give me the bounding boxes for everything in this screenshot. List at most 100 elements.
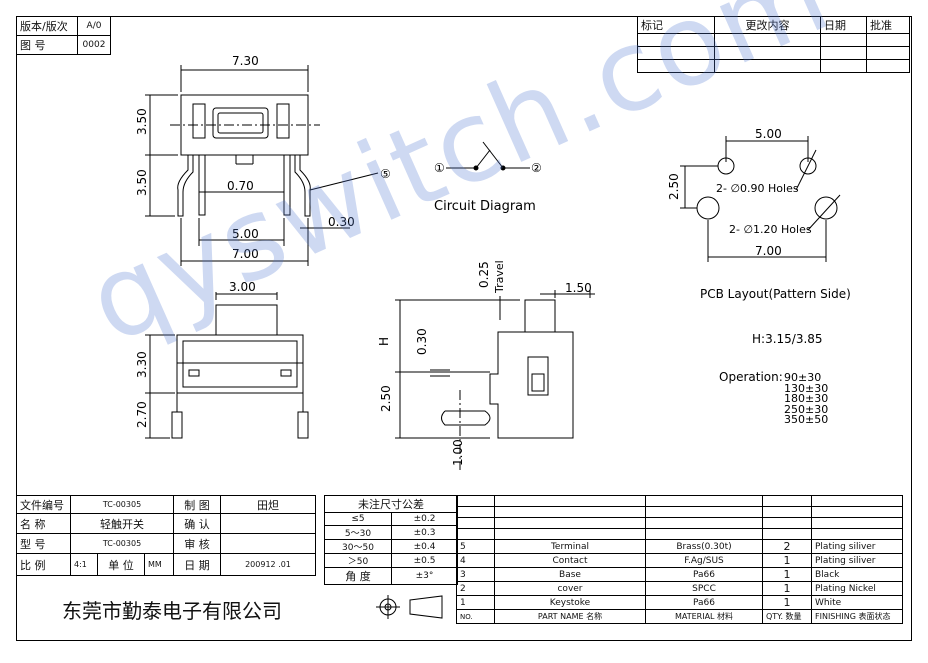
dim-travel-label: Travel (493, 260, 506, 294)
dim-side-250: 2.50 (379, 385, 393, 412)
bom-row: 3 Base Pa66 1 Black (456, 567, 903, 582)
operation-value-5: 350±50 (784, 413, 828, 426)
drafter-label: 制 图 (173, 495, 221, 514)
dim-pin-thick: 0.30 (328, 215, 355, 229)
title-block: 文件编号 TC-00305 制 图 田炟 名 称 轻触开关 确 认 型 号 TC… (16, 495, 316, 576)
tolerance-value: ±0.4 (391, 539, 458, 554)
bom-row: 1 Keystoke Pa66 1 White (456, 595, 903, 610)
bom-finish: White (811, 595, 903, 610)
operation-value-1: 90±30 (784, 371, 821, 384)
bom-no: 1 (456, 595, 495, 610)
review-label: 审 核 (173, 533, 221, 554)
dim-front-width: 3.00 (229, 280, 256, 294)
review-value (220, 533, 316, 554)
bom-material: F.Ag/SUS (645, 553, 763, 568)
bom-no: 4 (456, 553, 495, 568)
side-view-body (489, 331, 574, 439)
bom-row: 2 cover SPCC 1 Plating Nickel (456, 581, 903, 596)
bom-part-name: Base (494, 567, 646, 582)
tolerance-range: 30～50 (324, 539, 392, 554)
bom-part-name: Contact (494, 553, 646, 568)
tolerance-value: ±0.2 (391, 512, 458, 526)
left-pin (177, 155, 194, 217)
confirm-label: 确 认 (173, 513, 221, 534)
unit-value: MM (144, 553, 174, 576)
drawing-number-value: 0002 (77, 35, 111, 55)
bom-qty: 1 (762, 553, 812, 568)
drawing-frame (16, 16, 912, 641)
drafter-value: 田炟 (220, 495, 316, 514)
bom-material: Pa66 (645, 567, 763, 582)
bom-finish: Black (811, 567, 903, 582)
bom-part-name: Keystoke (494, 595, 646, 610)
dim-body-width: 7.00 (232, 247, 259, 261)
scale-label: 比 例 (16, 553, 71, 576)
front-view-button (215, 304, 278, 336)
dim-pcb-250: 2.50 (667, 173, 681, 200)
bom-qty: 2 (762, 539, 812, 554)
tolerance-value: ±0.3 (391, 525, 458, 540)
pcb-hole-large-label: 2- ∅1.20 Holes (729, 223, 812, 236)
bom-finish: Plating siliver (811, 553, 903, 568)
top-view-button (212, 107, 269, 139)
tolerance-title: 未注尺寸公差 (324, 495, 458, 513)
bom-header-no: NO. (456, 609, 495, 624)
dim-side-100: 1.00 (451, 439, 465, 466)
operation-label: Operation: (719, 370, 783, 384)
top-view-body (180, 94, 309, 156)
bom-no: 5 (456, 539, 495, 554)
dim-pcb-700: 7.00 (755, 244, 782, 258)
bom-part-name: Terminal (494, 539, 646, 554)
date-label: 日 期 (173, 553, 221, 576)
bom-header-name: PART NAME 名称 (494, 609, 646, 624)
pcb-hole-large-right (814, 196, 838, 220)
bom-material: Pa66 (645, 595, 763, 610)
front-view-body (176, 334, 304, 394)
bom-part-name: cover (494, 581, 646, 596)
bom-material: Brass(0.30t) (645, 539, 763, 554)
circuit-node-1: ① (434, 161, 445, 175)
bom-no: 3 (456, 567, 495, 582)
name-value: 轻触开关 (70, 513, 174, 534)
bom-qty: 1 (762, 595, 812, 610)
file-number-label: 文件编号 (16, 495, 71, 514)
dim-front-h1: 3.30 (135, 351, 149, 378)
dim-side-width: 1.50 (565, 281, 592, 295)
tolerance-range: ＞50 (324, 553, 392, 568)
company-name: 东莞市勤泰电子有限公司 (62, 599, 282, 623)
bom-finish: Plating siliver (811, 539, 903, 554)
tolerance-value: ±3° (391, 567, 458, 585)
side-view-button (524, 299, 556, 333)
dim-top-height1: 3.50 (135, 108, 149, 135)
bom-header-finish: FINISHING 表面状态 (811, 609, 903, 624)
pcb-hole-large-left (696, 196, 720, 220)
bom-material: SPCC (645, 581, 763, 596)
tolerance-value: ±0.5 (391, 553, 458, 568)
dim-top-width: 7.30 (232, 54, 259, 68)
bom-header-qty: QTY. 数量 (762, 609, 812, 624)
tolerance-range: 5～30 (324, 525, 392, 540)
tolerance-range: ≤5 (324, 512, 392, 526)
dim-pin-inner: 5.00 (232, 227, 259, 241)
bom-row: 4 Contact F.Ag/SUS 1 Plating siliver (456, 553, 903, 568)
callout-5: ⑤ (380, 167, 391, 181)
tolerance-range: 角 度 (324, 567, 392, 585)
file-number-value: TC-00305 (70, 495, 174, 514)
circuit-title: Circuit Diagram (434, 199, 536, 214)
name-label: 名 称 (16, 513, 71, 534)
dim-side-030: 0.30 (415, 328, 429, 355)
dim-side-H: H (377, 337, 391, 346)
date-value: 200912 .01 (220, 553, 316, 576)
bom-finish: Plating Nickel (811, 581, 903, 596)
projection-symbol (376, 595, 443, 619)
bom-table: 5 Terminal Brass(0.30t) 2 Plating silive… (456, 495, 903, 624)
dim-pin-gap: 0.70 (227, 179, 254, 193)
bom-header: NO. PART NAME 名称 MATERIAL 材料 QTY. 数量 FIN… (456, 609, 903, 624)
dim-front-h2: 2.70 (135, 401, 149, 428)
bom-row: 5 Terminal Brass(0.30t) 2 Plating silive… (456, 539, 903, 554)
pcb-layout-label: PCB Layout(Pattern Side) (700, 287, 851, 301)
dim-pcb-500: 5.00 (755, 127, 782, 141)
bom-qty: 1 (762, 581, 812, 596)
